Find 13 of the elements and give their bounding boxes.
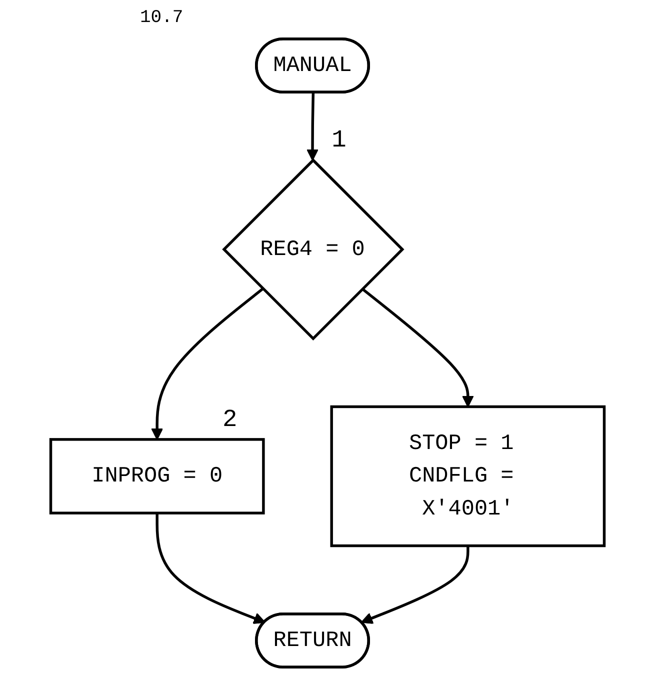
flowchart-node: RETURN: [255, 612, 370, 668]
arrow: [156, 513, 266, 624]
step-number: 2: [222, 406, 238, 434]
flowchart-node: INPROG = 0: [49, 438, 265, 514]
arrow: [361, 288, 474, 408]
figure-number: 10.7: [140, 8, 184, 28]
flowchart-node: STOP = 1 CNDFLG = X'4001': [330, 405, 606, 548]
arrow: [151, 288, 264, 440]
arrow: [360, 546, 470, 624]
arrow: [306, 92, 318, 161]
step-number: 1: [332, 128, 346, 155]
flowchart-node: REG4 = 0: [222, 158, 404, 340]
flowchart-node: MANUAL: [255, 38, 370, 94]
